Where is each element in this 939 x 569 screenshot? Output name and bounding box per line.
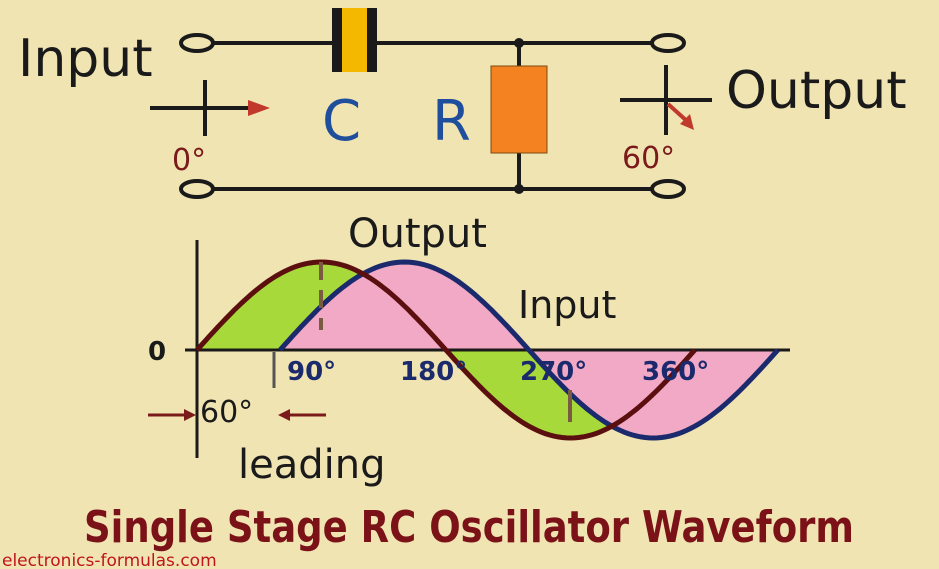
wave-input-label: Input [518, 283, 616, 327]
resistor-label: R [432, 89, 471, 154]
wave-output-label: Output [348, 211, 487, 257]
input-label: Input [18, 29, 153, 89]
shift-arrow-right-head [278, 409, 290, 421]
circuit [213, 41, 652, 191]
tick-180: 180° [400, 357, 467, 387]
figure-title: Single Stage RC Oscillator Waveform [84, 502, 854, 553]
input-terminal-bottom [179, 179, 215, 199]
output-wave-line [195, 259, 697, 441]
output-phasor-cross [620, 65, 712, 135]
output-terminal-bottom [650, 179, 686, 199]
top-junction-dot [514, 38, 524, 48]
output-label: Output [726, 61, 907, 121]
tick-270: 270° [520, 357, 587, 387]
input-phase-label: 0° [172, 143, 206, 178]
watermark: electronics-formulas.com [2, 551, 217, 569]
shift-arrow-left-head [184, 409, 196, 421]
output-phase-label: 60° [622, 141, 675, 176]
resistor-body [490, 65, 548, 154]
bottom-junction-dot [514, 184, 524, 194]
tick-360: 360° [642, 357, 709, 387]
leading-label: leading [238, 442, 385, 488]
input-terminal-top [179, 33, 215, 53]
tick-90: 90° [287, 357, 336, 387]
output-phase-arrow-line [666, 102, 690, 124]
output-terminal-top [650, 33, 686, 53]
input-phasor-cross [150, 80, 262, 136]
input-phase-arrow [248, 100, 270, 116]
capacitor-label: C [322, 89, 361, 154]
capacitor-plate-left [332, 8, 342, 72]
shift-label: 60° [200, 395, 253, 430]
capacitor-symbol [332, 8, 377, 72]
output-phase-arrow [680, 114, 694, 130]
waveform-plot [148, 240, 790, 458]
capacitor-plate-right [367, 8, 377, 72]
zero-label: 0 [148, 337, 166, 367]
